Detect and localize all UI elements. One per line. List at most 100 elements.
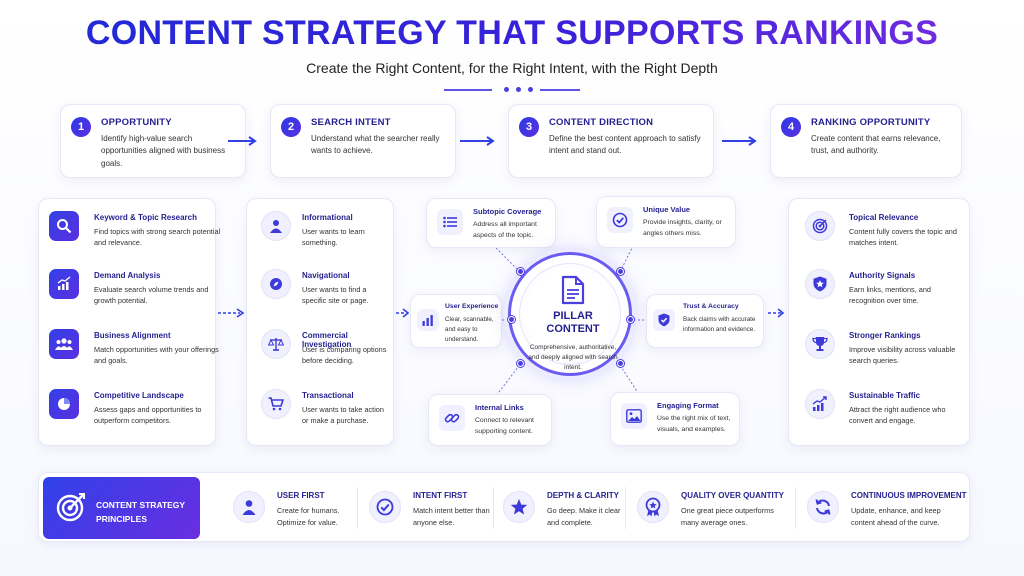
dashed-arrow-icon bbox=[396, 308, 410, 318]
award-icon bbox=[637, 491, 669, 523]
step-description: Identify high-value search opportunities… bbox=[101, 134, 226, 168]
page-title: CONTENT STRATEGY THAT SUPPORTS RANKINGS bbox=[0, 14, 1024, 53]
item-title: Competitive Landscape bbox=[94, 391, 184, 400]
shield-check-icon bbox=[653, 309, 675, 331]
pie-chart-icon bbox=[49, 389, 79, 419]
item-description: Evaluate search volume trends and growth… bbox=[94, 285, 209, 306]
list-icon bbox=[437, 209, 463, 235]
arrow-right-icon bbox=[722, 136, 758, 146]
item-title: Authority Signals bbox=[849, 271, 916, 280]
item-title: Transactional bbox=[302, 391, 354, 400]
target-icon bbox=[55, 491, 87, 528]
star-icon bbox=[503, 491, 535, 523]
item-description: Find topics with strong search potential… bbox=[94, 227, 221, 248]
item-title: Stronger Rankings bbox=[849, 331, 921, 340]
principle-description: Update, enhance, and keep content ahead … bbox=[851, 506, 941, 527]
item-description: Earn links, mentions, and recognition ov… bbox=[849, 285, 931, 306]
principle-continuous-improvement: CONTINUOUS IMPROVEMENT Update, enhance, … bbox=[807, 473, 967, 543]
connector-dot bbox=[517, 360, 524, 367]
refresh-icon bbox=[807, 491, 839, 523]
step-number-badge: 1 bbox=[71, 117, 91, 137]
hub-description: Provide insights, clarity, or angles oth… bbox=[643, 219, 722, 237]
step-number-badge: 2 bbox=[281, 117, 301, 137]
step-number-badge: 4 bbox=[781, 117, 801, 137]
outcome-panel: Topical Relevance Content fully covers t… bbox=[788, 198, 970, 446]
arrow-right-icon bbox=[460, 136, 496, 146]
hub-card-internal-links: Internal Links Connect to relevant suppo… bbox=[428, 394, 552, 446]
title-divider bbox=[444, 87, 580, 93]
principle-user-first: USER FIRST Create for humans. Optimize f… bbox=[233, 473, 373, 543]
step-title: SEARCH INTENT bbox=[311, 117, 391, 128]
item-title: Business Alignment bbox=[94, 331, 171, 340]
link-icon bbox=[439, 405, 465, 431]
step-title: RANKING OPPORTUNITY bbox=[811, 117, 931, 128]
hub-card-subtopic-coverage: Subtopic Coverage Address all important … bbox=[426, 198, 556, 248]
dashed-arrow-icon bbox=[768, 308, 786, 318]
trophy-icon bbox=[805, 329, 835, 359]
hub-card-engaging-format: Engaging Format Use the right mix of tex… bbox=[610, 392, 740, 446]
connector-dot bbox=[617, 268, 624, 275]
item-title: Sustainable Traffic bbox=[849, 391, 921, 400]
people-icon bbox=[49, 329, 79, 359]
step-title: OPPORTUNITY bbox=[101, 117, 172, 128]
image-icon bbox=[621, 403, 647, 429]
hub-title: User Experience bbox=[445, 303, 499, 310]
scale-icon bbox=[261, 329, 291, 359]
item-description: Attract the right audience who convert a… bbox=[849, 405, 946, 426]
principle-title: QUALITY OVER QUANTITY bbox=[681, 491, 784, 500]
item-title: Commercial Investigation bbox=[302, 331, 352, 349]
principle-title: INTENT FIRST bbox=[413, 491, 468, 500]
growth-chart-icon bbox=[805, 389, 835, 419]
check-circle-icon bbox=[369, 491, 401, 523]
compass-icon bbox=[261, 269, 291, 299]
research-panel: Keyword & Topic Research Find topics wit… bbox=[38, 198, 220, 446]
principle-title: CONTINUOUS IMPROVEMENT bbox=[851, 491, 967, 500]
search-icon bbox=[49, 211, 79, 241]
page-subtitle: Create the Right Content, for the Right … bbox=[306, 60, 718, 76]
pillar-description: Comprehensive, authoritative, and deeply… bbox=[528, 344, 618, 372]
hub-title: Trust & Accuracy bbox=[683, 303, 739, 310]
item-description: User wants to find a specific site or pa… bbox=[302, 285, 369, 306]
item-description: Improve visibility across valuable searc… bbox=[849, 345, 956, 366]
item-title: Demand Analysis bbox=[94, 271, 161, 280]
item-description: Match opportunities with your offerings … bbox=[94, 345, 219, 366]
intent-panel: Informational User wants to learn someth… bbox=[246, 198, 394, 446]
principle-intent-first: INTENT FIRST Match intent better than an… bbox=[369, 473, 509, 543]
connector-dot bbox=[617, 360, 624, 367]
step-title: CONTENT DIRECTION bbox=[549, 117, 654, 128]
step-card-content-direction: 3 CONTENT DIRECTION Define the best cont… bbox=[508, 104, 714, 178]
check-circle-icon bbox=[607, 207, 633, 233]
item-title: Navigational bbox=[302, 271, 350, 280]
item-title: Keyword & Topic Research bbox=[94, 213, 197, 222]
step-description: Define the best content approach to sati… bbox=[549, 134, 701, 156]
hub-title: Subtopic Coverage bbox=[473, 207, 542, 216]
arrow-right-icon bbox=[228, 136, 258, 146]
hub-description: Address all important aspects of the top… bbox=[473, 221, 537, 239]
dashed-arrow-icon bbox=[218, 308, 246, 318]
step-card-opportunity: 1 OPPORTUNITY Identify high-value search… bbox=[60, 104, 246, 178]
shield-star-icon bbox=[805, 269, 835, 299]
connector-dot bbox=[517, 268, 524, 275]
hub-card-user-experience: User Experience Clear, scannable, and ea… bbox=[410, 294, 502, 348]
bar-chart-icon bbox=[417, 309, 439, 331]
step-description: Create content that earns relevance, tru… bbox=[811, 134, 941, 156]
hub-description: Back claims with accurate information an… bbox=[683, 316, 756, 333]
connector-dot bbox=[508, 316, 515, 323]
target-icon bbox=[805, 211, 835, 241]
item-description: User wants to learn something. bbox=[302, 227, 365, 248]
principle-depth-clarity: DEPTH & CLARITY Go deep. Make it clear a… bbox=[503, 473, 643, 543]
principle-description: Create for humans. Optimize for value. bbox=[277, 506, 340, 527]
hub-card-unique-value: Unique Value Provide insights, clarity, … bbox=[596, 196, 736, 248]
hub-description: Clear, scannable, and easy to understand… bbox=[445, 316, 494, 343]
step-card-ranking-opportunity: 4 RANKING OPPORTUNITY Create content tha… bbox=[770, 104, 962, 178]
step-card-search-intent: 2 SEARCH INTENT Understand what the sear… bbox=[270, 104, 456, 178]
item-description: Assess gaps and opportunities to outperf… bbox=[94, 405, 202, 426]
user-icon bbox=[261, 211, 291, 241]
hub-card-trust-accuracy: Trust & Accuracy Back claims with accura… bbox=[646, 294, 764, 348]
hub-title: Internal Links bbox=[475, 403, 524, 412]
hub-title: Unique Value bbox=[643, 205, 691, 214]
cart-icon bbox=[261, 389, 291, 419]
